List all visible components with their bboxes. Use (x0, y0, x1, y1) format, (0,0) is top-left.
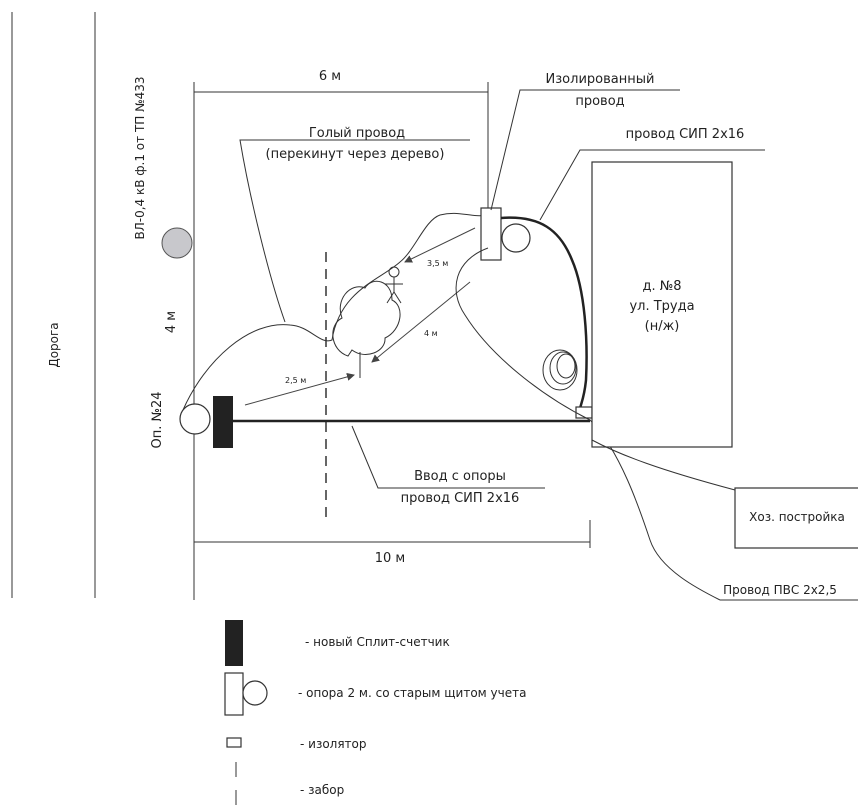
wire-coil-2 (549, 351, 577, 385)
dist-4m-label: 4 м (424, 329, 438, 338)
arrow-3-5m (404, 227, 476, 263)
wire-coil-1 (542, 349, 578, 391)
dim-left-label: 4 м (164, 311, 179, 333)
house-line1: д. №8 (642, 279, 681, 294)
outbuilding-label: Хоз. постройка (749, 510, 845, 524)
sip-wire-to-house (500, 216, 588, 411)
house (591, 161, 733, 448)
input-label-1: Ввод с опоры (414, 469, 506, 484)
insulator (575, 406, 593, 419)
overhead-line-label: ВЛ-0,4 кВ ф.1 от ТП №433 (133, 76, 147, 239)
legend-insulator-text: - изолятор (300, 737, 367, 751)
arrow-4m (371, 281, 471, 363)
house-line3: (н/ж) (645, 319, 680, 334)
pole-24 (179, 403, 211, 435)
bare-wire-label-2: (перекинут через дерево) (266, 147, 445, 162)
panel-box (480, 207, 502, 261)
legend-pole-text: - опора 2 м. со старым щитом учета (298, 686, 526, 700)
arrow-2-5m (244, 373, 355, 406)
legend-fence-text: - забор (300, 783, 344, 797)
insulated-label-2: провод (575, 94, 624, 109)
dim-bottom-label: 10 м (375, 551, 405, 566)
pvs-wire (455, 247, 721, 601)
dim-top-label: 6 м (319, 69, 341, 84)
dist-2-5m-label: 2,5 м (285, 376, 306, 385)
legend-meter-text: - новый Сплит-счетчик (305, 635, 450, 649)
outbuilding-connector (591, 439, 736, 491)
bare-wire (182, 212, 489, 411)
person-figure (385, 266, 403, 304)
legend-pole-symbol (242, 680, 268, 706)
outbuilding (734, 487, 858, 549)
legend-meter-symbol (225, 620, 243, 666)
road-label: Дорога (47, 322, 61, 367)
insulated-callout-line (490, 89, 680, 211)
input-label-2: провод СИП 2х16 (401, 491, 520, 506)
legend-panel-symbol (224, 672, 244, 716)
overhead-line-pole (161, 227, 193, 259)
sip-top-label: провод СИП 2х16 (626, 127, 745, 142)
wire-coil-3 (556, 353, 576, 379)
house-line2: ул. Труда (629, 299, 694, 314)
dist-3-5m-label: 3,5 м (427, 259, 448, 268)
panel-pole-circle (501, 223, 531, 253)
tree (332, 280, 401, 357)
bare-wire-callout-line (239, 139, 470, 323)
pvs-label: Провод ПВС 2х2,5 (723, 583, 837, 597)
insulated-label-1: Изолированный (546, 72, 655, 87)
sip-top-callout-line (539, 149, 765, 221)
legend-insulator-symbol (226, 737, 242, 748)
split-meter (213, 396, 233, 448)
bare-wire-label-1: Голый провод (309, 126, 405, 141)
pole-24-label: Оп. №24 (150, 391, 165, 448)
input-callout-line (351, 425, 545, 489)
